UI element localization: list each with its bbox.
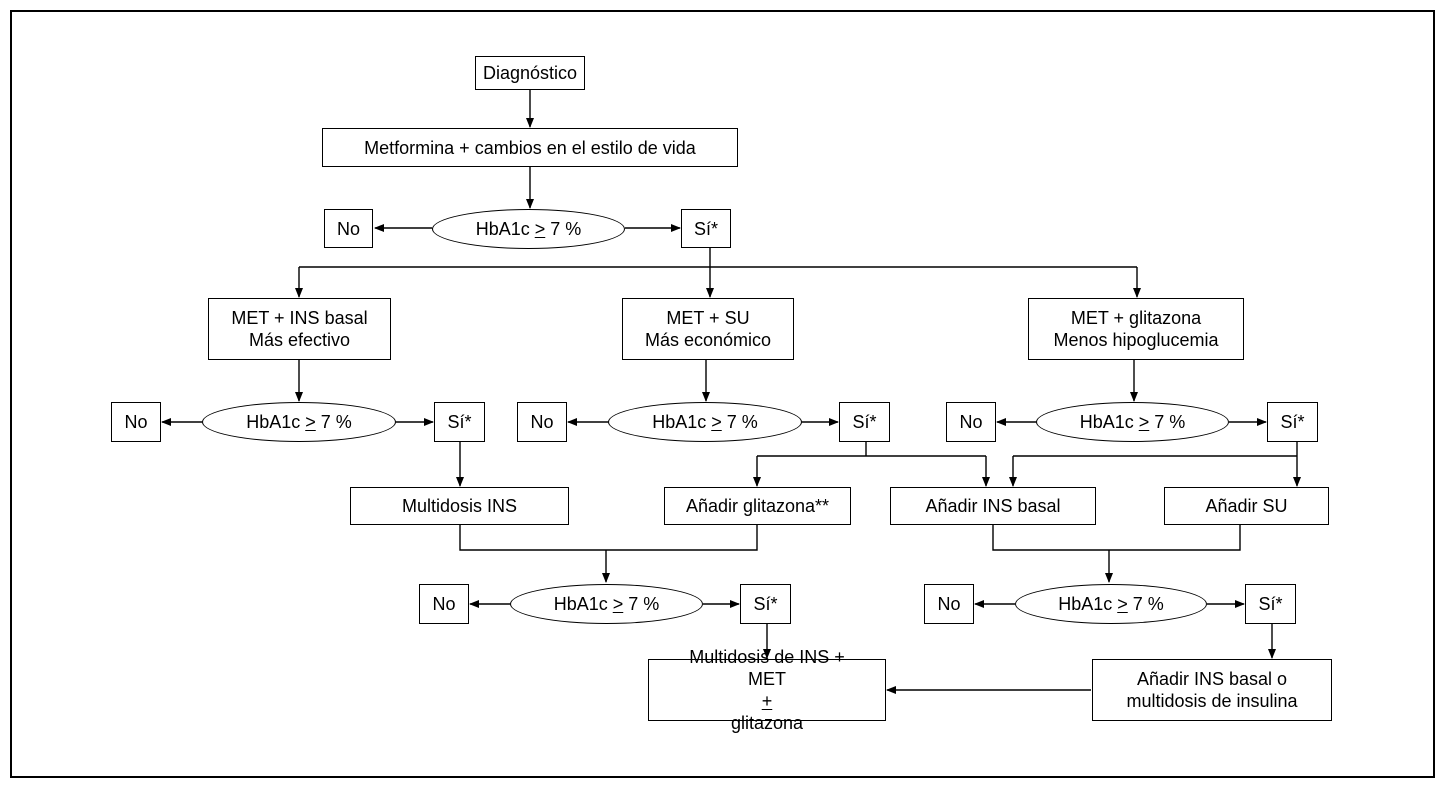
node-diagnostico: Diagnóstico <box>475 56 585 90</box>
decision-hba1c-bottom-left: HbA1c > 7 % <box>510 584 703 624</box>
option-line-2: Más económico <box>644 330 772 350</box>
option-line-1: MET + SU <box>666 308 750 328</box>
option-met-su: MET + SU Más económico <box>622 298 794 360</box>
hba1c-text: HbA1c > 7 % <box>1058 594 1164 614</box>
hba1c-text: HbA1c > 7 % <box>553 594 660 614</box>
outcome-si-bottom-left: Sí* <box>740 584 791 624</box>
hba1c-text: HbA1c > 7 % <box>475 219 582 239</box>
final-line-1: Multidosis de INS + <box>689 647 845 667</box>
option-line-1: MET + glitazona <box>1070 308 1202 328</box>
diagram-frame <box>10 10 1435 778</box>
decision-hba1c-right: HbA1c > 7 % <box>1036 402 1229 442</box>
action-anadir-ins-basal: Añadir INS basal <box>890 487 1096 525</box>
decision-hba1c-1: HbA1c > 7 % <box>432 209 625 249</box>
outcome-si-right: Sí* <box>1267 402 1318 442</box>
outcome-no-left: No <box>111 402 161 442</box>
option-met-ins-basal: MET + INS basal Más efectivo <box>208 298 391 360</box>
action-multidosis-ins: Multidosis INS <box>350 487 569 525</box>
outcome-no-bottom-left: No <box>419 584 469 624</box>
hba1c-text: HbA1c > 7 % <box>246 412 352 432</box>
outcome-no-center: No <box>517 402 567 442</box>
action-anadir-su: Añadir SU <box>1164 487 1329 525</box>
final-line-1: Añadir INS basal o <box>1136 669 1288 689</box>
hba1c-text: HbA1c > 7 % <box>1079 412 1186 432</box>
edge-merge-left <box>459 524 758 551</box>
edge-merge-right <box>992 524 1241 551</box>
final-anadir-ins-basal-o-multidosis: Añadir INS basal o multidosis de insulin… <box>1092 659 1332 721</box>
final-line-2: multidosis de insulina <box>1126 691 1298 711</box>
decision-hba1c-left: HbA1c > 7 % <box>202 402 396 442</box>
outcome-si-1: Sí* <box>681 209 731 248</box>
option-met-glitazona: MET + glitazona Menos hipoglucemia <box>1028 298 1244 360</box>
hba1c-text: HbA1c > 7 % <box>652 412 758 432</box>
option-line-2: Más efectivo <box>248 330 351 350</box>
decision-hba1c-center: HbA1c > 7 % <box>608 402 802 442</box>
option-line-2: Menos hipoglucemia <box>1053 330 1219 350</box>
outcome-si-center: Sí* <box>839 402 890 442</box>
outcome-si-left: Sí* <box>434 402 485 442</box>
outcome-no-1: No <box>324 209 373 248</box>
final-multidosis-ins-met-glitazona: Multidosis de INS + MET + glitazona <box>648 647 886 733</box>
node-metformina-estilo-vida: Metformina + cambios en el estilo de vid… <box>322 128 738 167</box>
outcome-no-right: No <box>946 402 996 442</box>
action-anadir-glitazona: Añadir glitazona** <box>664 487 851 525</box>
final-line-2: MET + glitazona <box>730 669 804 733</box>
decision-hba1c-bottom-right: HbA1c > 7 % <box>1015 584 1207 624</box>
outcome-si-bottom-right: Sí* <box>1245 584 1296 624</box>
outcome-no-bottom-right: No <box>924 584 974 624</box>
option-line-1: MET + INS basal <box>231 308 368 328</box>
